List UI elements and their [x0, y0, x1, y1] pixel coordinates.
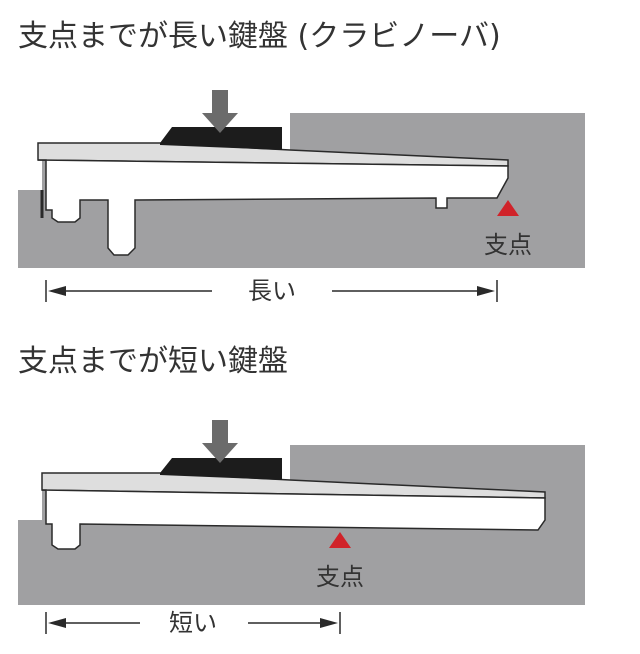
down-arrow-icon — [202, 420, 238, 463]
key-body-short — [41, 489, 546, 550]
down-arrow-icon — [202, 90, 238, 133]
key-weight — [160, 127, 282, 150]
key-weight-short — [160, 458, 282, 480]
fulcrum-label-long: 支点 — [484, 231, 532, 259]
length-label-short: 短い — [169, 609, 217, 637]
title-long-key: 支点までが長い鍵盤 (クラビノーバ) — [18, 19, 501, 54]
key-body — [37, 159, 509, 256]
triangle-icon — [497, 200, 519, 216]
diagram-long-key: 支点までが長い鍵盤 (クラビノーバ) 支点 長い — [18, 19, 585, 305]
dimension-short: 短い — [45, 609, 341, 637]
diagram-short-key: 支点までが短い鍵盤 支点 短い — [18, 344, 585, 637]
dimension-long: 長い — [45, 277, 498, 305]
length-label-long: 長い — [248, 277, 296, 305]
triangle-icon — [329, 532, 351, 548]
title-short-key: 支点までが短い鍵盤 — [18, 344, 288, 379]
fulcrum-label-short: 支点 — [316, 563, 364, 591]
